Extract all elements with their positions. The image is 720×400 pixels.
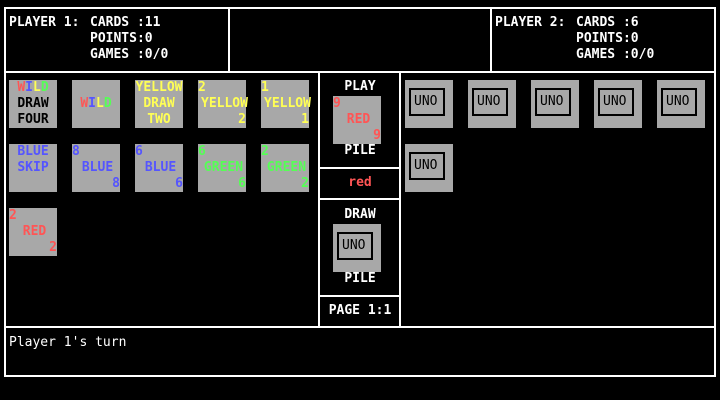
- card-bottom: 2: [49, 240, 57, 255]
- draw-pile-title: DRAW: [344, 207, 376, 222]
- card-name: GREEN: [203, 160, 244, 175]
- card-bottom: 6: [175, 176, 183, 191]
- opponent-card: UNO: [657, 80, 705, 128]
- card-corner: 6: [198, 144, 206, 159]
- uno-card-back: UNO: [661, 88, 697, 116]
- card-corner: 9: [333, 96, 341, 111]
- card-bottom: 2: [301, 176, 309, 191]
- card-corner: 8: [72, 144, 80, 159]
- player2-points: POINTS:0: [576, 31, 639, 46]
- player2-label: PLAYER 2:: [495, 15, 566, 30]
- card-corner: 2: [198, 80, 206, 95]
- card-text-row: FOUR: [17, 112, 49, 127]
- draw-pile-footer: PILE: [344, 271, 376, 286]
- card-text-row: DRAW: [17, 96, 49, 111]
- border: [4, 7, 716, 9]
- border: [490, 7, 492, 72]
- uno-card-back: UNO: [409, 152, 445, 180]
- card-text-row: [72, 112, 120, 128]
- card-corner: 2: [261, 144, 269, 159]
- border: [4, 326, 716, 328]
- border: [714, 7, 716, 377]
- opponent-card: UNO: [468, 80, 516, 128]
- player1-points: POINTS:0: [90, 31, 153, 46]
- player2-games: GAMES :0/0: [576, 47, 655, 62]
- wild-label: WILD: [17, 80, 49, 95]
- player1-label: PLAYER 1:: [9, 15, 80, 30]
- card-corner: 6: [135, 144, 143, 159]
- border: [318, 167, 400, 169]
- border: [228, 7, 230, 72]
- play-pile-footer: PILE: [344, 143, 376, 158]
- card-text-row: [72, 80, 120, 96]
- card-text-row: [9, 176, 57, 192]
- border: [318, 198, 400, 200]
- card-name: GREEN: [266, 160, 307, 175]
- card-bottom: 8: [112, 176, 120, 191]
- card-text-row: BLUE: [17, 144, 49, 159]
- uno-card-back: UNO: [409, 88, 445, 116]
- card-bottom: 9: [373, 128, 381, 143]
- uno-card-back: UNO: [598, 88, 634, 116]
- player1-cards: CARDS :11: [90, 15, 161, 30]
- card-name: BLUE: [144, 160, 177, 175]
- card-text-row: WILD: [9, 80, 57, 96]
- card-bottom: 6: [238, 176, 246, 191]
- card-text-row: YELLOW: [135, 80, 183, 95]
- page-indicator[interactable]: PAGE 1:1: [328, 303, 392, 318]
- opponent-card: UNO: [594, 80, 642, 128]
- card-name: BLUE: [81, 160, 114, 175]
- border: [318, 295, 400, 297]
- card-bottom: 2: [238, 112, 246, 127]
- hand-card[interactable]: WILD: [72, 80, 120, 128]
- wild-label: WILD: [80, 96, 112, 111]
- border: [4, 71, 716, 73]
- opponent-card: UNO: [405, 80, 453, 128]
- opponent-card: UNO: [531, 80, 579, 128]
- card-name: RED: [22, 224, 47, 239]
- opponent-card: UNO: [405, 144, 453, 192]
- play-pile-title: PLAY: [344, 79, 376, 94]
- draw-pile-card[interactable]: UNO: [333, 224, 381, 272]
- player1-games: GAMES :0/0: [90, 47, 169, 62]
- card-name: RED: [346, 112, 371, 127]
- card-text-row: WILD: [72, 96, 120, 112]
- current-color: red: [348, 175, 372, 190]
- border: [4, 7, 6, 377]
- uno-card-back: UNO: [337, 232, 373, 260]
- card-bottom: 1: [301, 112, 309, 127]
- uno-card-back: UNO: [535, 88, 571, 116]
- card-name: YELLOW: [264, 96, 311, 111]
- card-text-row: SKIP: [17, 160, 49, 175]
- card-corner: 2: [9, 208, 17, 223]
- player2-cards: CARDS :6: [576, 15, 639, 30]
- uno-card-back: UNO: [472, 88, 508, 116]
- status-message: Player 1's turn: [9, 335, 127, 350]
- border: [4, 375, 716, 377]
- card-text-row: TWO: [147, 112, 171, 127]
- card-corner: 1: [261, 80, 269, 95]
- card-name: YELLOW: [201, 96, 248, 111]
- border: [399, 71, 401, 327]
- card-text-row: DRAW: [143, 96, 175, 111]
